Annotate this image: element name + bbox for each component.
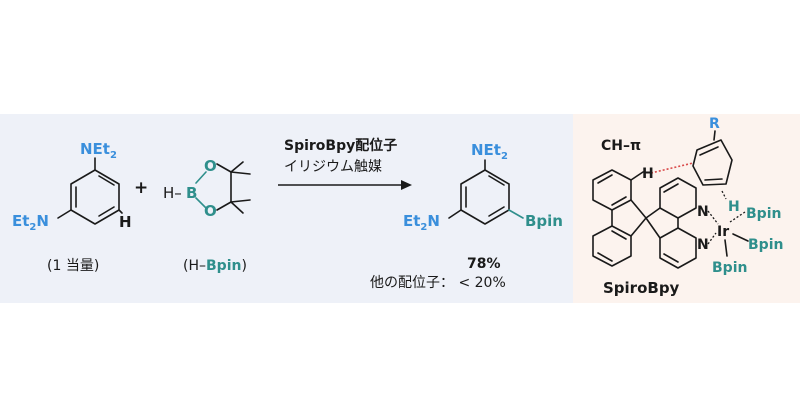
- borane-boron: B: [186, 184, 197, 202]
- ir-bpin-3: Bpin: [712, 260, 747, 276]
- ch-pi-label: CH–π: [601, 138, 641, 154]
- pyridine-n-upper: N: [697, 204, 709, 220]
- product-bpin: Bpin: [525, 212, 563, 230]
- fluorene-h-label: H: [642, 166, 654, 182]
- borane-structure: H– B O O (H–Bpin): [163, 157, 251, 274]
- spirobpy-name: SpiroBpy: [603, 279, 680, 297]
- iridium-center: Ir: [717, 224, 729, 240]
- borane-h-prefix: H–: [163, 184, 182, 202]
- other-ligands-yield: 他の配位子： < 20%: [370, 275, 506, 291]
- substrate-equivalent-caption: (1 当量): [47, 258, 99, 274]
- pyridine-n-lower: N: [697, 237, 709, 253]
- spirobpy-complex: CH–π R H N N Ir H: [592, 116, 783, 297]
- product-yield: 78%: [467, 256, 501, 272]
- reaction-arrow-group: SpiroBpy配位子 イリジウム触媒: [278, 137, 412, 190]
- arene-r-group: R: [709, 116, 720, 132]
- product-structure: NEt2 Et2N Bpin 78% 他の配位子： < 20%: [370, 141, 563, 291]
- substrate-h-label: H: [119, 213, 132, 231]
- arrow-condition-catalyst: イリジウム触媒: [284, 159, 382, 175]
- product-net2-top: NEt2: [471, 141, 508, 162]
- arrow-condition-ligand: SpiroBpy配位子: [284, 137, 397, 154]
- borane-oxygen-top: O: [204, 157, 217, 175]
- ch-pi-interaction: [650, 162, 694, 174]
- borane-caption: (H–Bpin): [183, 258, 247, 274]
- reaction-arrowhead: [401, 180, 412, 190]
- plus-sign: +: [134, 178, 148, 198]
- substrate-et2n-left: Et2N: [12, 212, 49, 233]
- reaction-panel: [0, 114, 573, 303]
- ir-hydride-h: H: [728, 199, 740, 215]
- ir-bpin-2: Bpin: [748, 237, 783, 253]
- substrate-net2-top: NEt2: [80, 140, 117, 161]
- product-et2n-left: Et2N: [403, 212, 440, 233]
- borane-oxygen-bottom: O: [204, 202, 217, 220]
- ir-bpin-1: Bpin: [746, 206, 781, 222]
- substrate-structure: NEt2 Et2N H (1 当量): [12, 140, 132, 274]
